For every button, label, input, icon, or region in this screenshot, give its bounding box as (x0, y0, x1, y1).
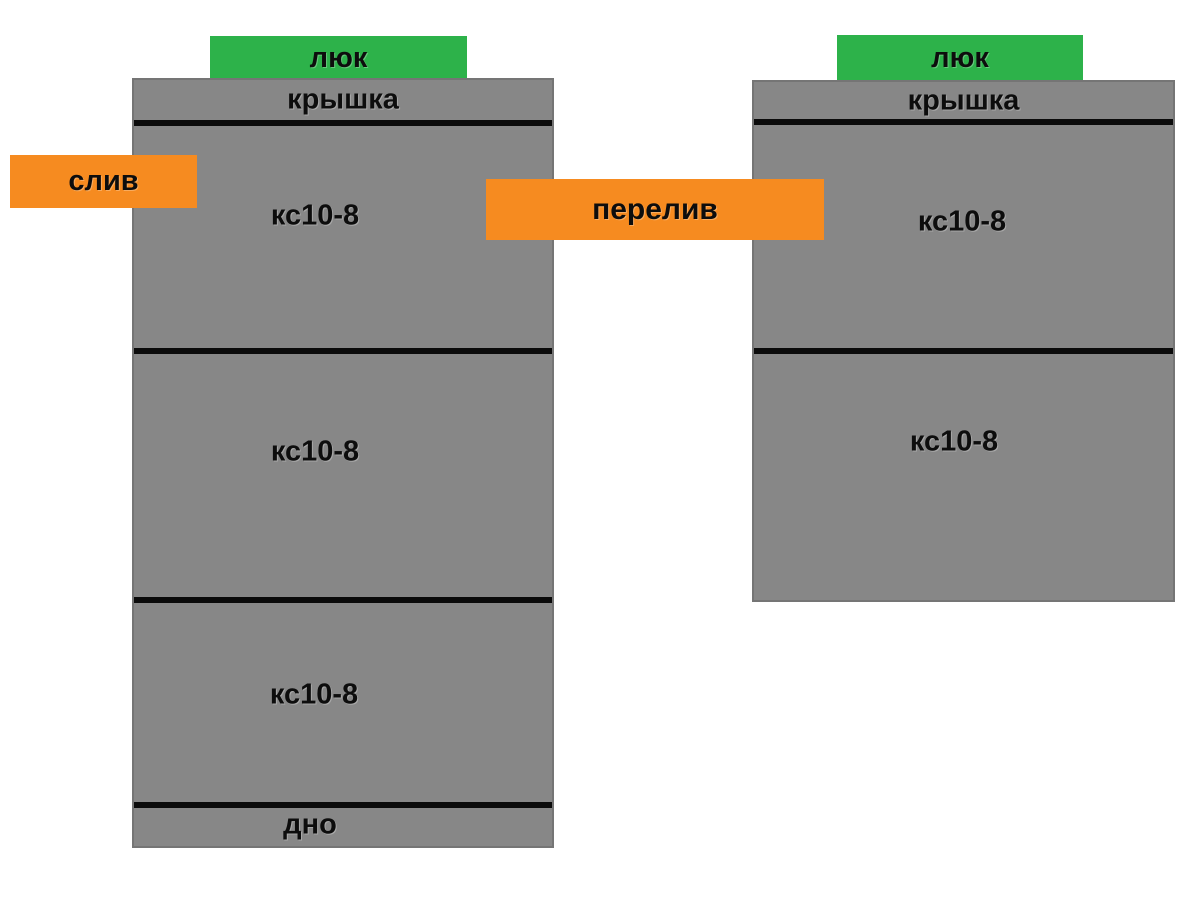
left-cover-label: крышка (287, 83, 399, 116)
left-tank-cover-divider-line (134, 120, 552, 126)
right-hatch-label: люк (931, 42, 989, 74)
left-ring-3-label: кс10-8 (269, 678, 359, 711)
left-hatch-label: люк (309, 41, 368, 74)
overflow-pipe-box: перелив (486, 179, 824, 240)
left-tank-divider-line-1 (134, 348, 552, 354)
right-tank-cover-divider-line (754, 119, 1173, 125)
left-ring-2-label: кс10-8 (270, 435, 360, 468)
left-ring-1-label: кс10-8 (270, 199, 360, 232)
right-tank-divider-line-1 (754, 348, 1173, 354)
right-ring-2-label: кс10-8 (909, 425, 999, 458)
right-tank: крышка кс10-8 кс10-8 (752, 80, 1175, 602)
left-hatch-box: люк (210, 36, 467, 80)
left-tank-divider-line-2 (134, 597, 552, 603)
drain-pipe-box: слив (10, 155, 197, 208)
overflow-pipe-label: перелив (592, 192, 718, 226)
left-tank-bottom-divider-line (134, 802, 552, 808)
left-bottom-label: дно (283, 808, 337, 841)
right-hatch-box: люк (837, 35, 1083, 82)
right-ring-1-label: кс10-8 (917, 205, 1007, 238)
right-cover-label: крышка (907, 84, 1020, 117)
left-tank: крышка кс10-8 кс10-8 кс10-8 дно (132, 78, 554, 848)
drain-pipe-label: слив (68, 165, 139, 197)
